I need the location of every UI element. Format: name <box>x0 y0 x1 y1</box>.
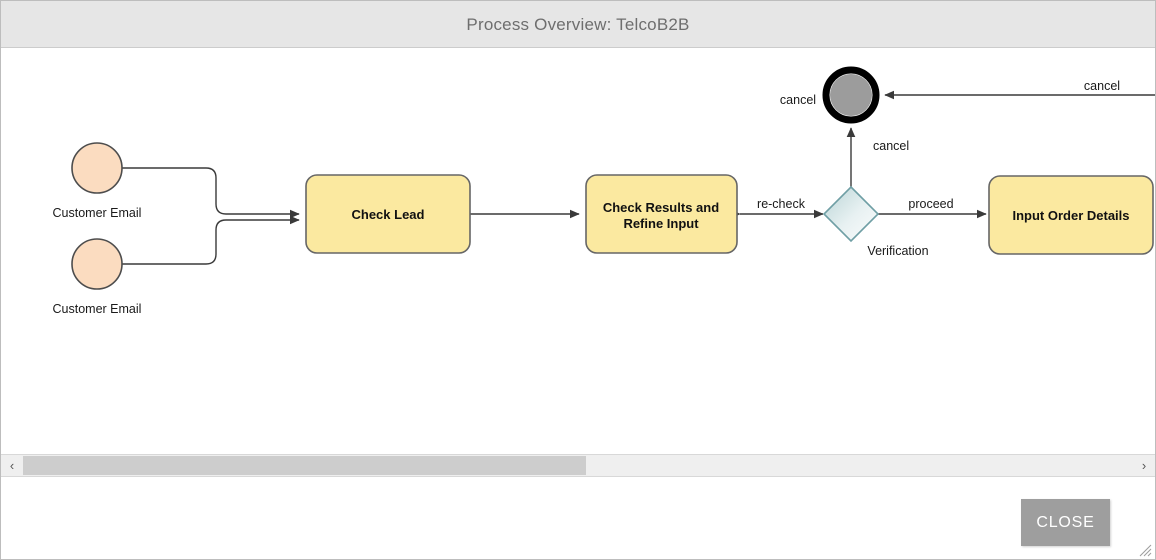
window-title: Process Overview: TelcoB2B <box>466 15 690 34</box>
edge-label-cancel-right: cancel <box>1084 79 1120 93</box>
resize-grip-icon[interactable] <box>1136 541 1152 557</box>
close-button[interactable]: CLOSE <box>1021 499 1110 546</box>
start-event-2-label: Customer Email <box>53 302 142 316</box>
horizontal-scrollbar[interactable]: ‹ › <box>1 454 1155 477</box>
connector-start1-to-check-lead <box>122 167 300 219</box>
task-check-lead-label: Check Lead <box>352 207 425 222</box>
gateway-verification-label: Verification <box>867 244 928 258</box>
task-input-order-details-label: Input Order Details <box>1012 208 1129 223</box>
scroll-left-icon[interactable]: ‹ <box>1 455 23 476</box>
start-event-1[interactable] <box>71 142 123 194</box>
end-event-ring[interactable] <box>822 66 880 124</box>
edge-label-cancel-vertical: cancel <box>873 139 909 153</box>
task-input-order-details[interactable] <box>988 175 1154 255</box>
start-event-1-label: Customer Email <box>53 206 142 220</box>
process-diagram: Customer Email Customer Email Check Lead… <box>53 66 1155 316</box>
edge-label-cancel-left: cancel <box>780 93 816 107</box>
window-titlebar: Process Overview: TelcoB2B <box>1 1 1155 48</box>
task-check-results-refine-input[interactable] <box>585 174 738 254</box>
task-check-results-label-line1: Check Results and <box>603 200 719 215</box>
start-event-2[interactable] <box>71 238 123 290</box>
edge-label-proceed: proceed <box>908 197 953 211</box>
end-event-fill <box>830 74 872 116</box>
task-check-results-label-line2: Refine Input <box>623 216 699 231</box>
dialog-footer: CLOSE <box>1 478 1155 559</box>
diagram-canvas[interactable]: Customer Email Customer Email Check Lead… <box>1 49 1155 454</box>
connector-start2-to-check-lead <box>122 215 300 265</box>
scrollbar-thumb[interactable] <box>23 456 586 475</box>
gateway-verification[interactable] <box>822 185 880 243</box>
edge-label-recheck: re-check <box>757 197 806 211</box>
scroll-right-icon[interactable]: › <box>1133 455 1155 476</box>
task-check-lead[interactable] <box>305 174 471 254</box>
